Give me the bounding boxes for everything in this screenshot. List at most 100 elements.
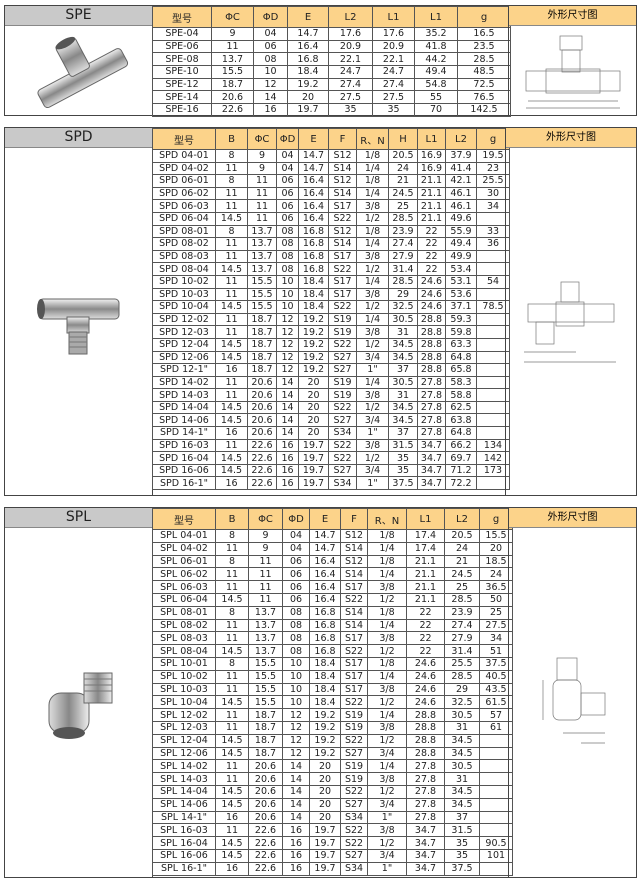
table-cell: 13.7 — [247, 249, 277, 264]
table-cell: 19.7 — [309, 836, 341, 850]
column-header: L1 — [406, 508, 445, 530]
table-cell: 20.5 — [388, 149, 418, 163]
table-cell: 22 — [406, 631, 445, 646]
table-cell: 1" — [356, 476, 389, 491]
table-cell: 22.6 — [247, 451, 277, 465]
table-cell: S22 — [340, 836, 368, 850]
table-cell: 25.5 — [444, 656, 480, 671]
table-cell: 1/4 — [367, 669, 407, 684]
table-cell: SPL 16-03 — [152, 823, 216, 838]
table-cell: 24.7 — [328, 65, 373, 79]
table-cell: 08 — [282, 605, 310, 620]
table-cell: 28.8 — [406, 733, 445, 748]
table-cell: S22 — [340, 644, 368, 658]
table-cell: 16.9 — [417, 161, 446, 176]
table-cell: 20.9 — [372, 39, 415, 54]
table-cell: 37 — [388, 426, 418, 440]
table-cell: 27.9 — [388, 249, 418, 264]
table-cell: 19.2 — [309, 720, 341, 735]
table-cell: S22 — [340, 823, 368, 838]
table-cell: 20 — [309, 759, 341, 774]
table-cell: 16.4 — [287, 39, 329, 54]
table-cell: 06 — [282, 592, 310, 607]
table-cell: 25 — [444, 580, 480, 594]
table-cell: 25 — [388, 199, 418, 213]
table-cell: 12 — [276, 337, 299, 352]
table-cell: 59.3 — [445, 312, 477, 327]
table-cell: 3/8 — [356, 325, 389, 339]
table-cell: 11 — [215, 823, 249, 838]
table-cell: 19.7 — [298, 476, 329, 491]
table-cell: 12 — [276, 325, 299, 339]
table-cell: 31 — [444, 720, 480, 735]
table-cell: 15.5 — [248, 669, 283, 684]
table-cell: 28.5 — [457, 52, 511, 67]
table-cell: SPD 14-06 — [152, 413, 216, 428]
table-cell: 16 — [282, 836, 310, 850]
column-header: E — [287, 6, 329, 28]
table-cell: 11 — [211, 39, 254, 54]
table-cell: 27.5 — [372, 90, 415, 105]
table-cell: SPL 16-04 — [152, 836, 216, 850]
table-cell: 1/2 — [356, 451, 389, 465]
table-cell: 23.5 — [457, 39, 511, 54]
product-image — [5, 528, 152, 877]
table-cell: 14.7 — [287, 27, 329, 41]
table-cell: 16 — [215, 363, 248, 377]
table-cell: 27.9 — [444, 631, 480, 646]
table-cell: 66.2 — [445, 438, 477, 453]
table-cell: 24.6 — [406, 682, 445, 697]
table-cell: 18.7 — [247, 350, 277, 365]
table-cell: 14.5 — [215, 797, 249, 812]
table-cell: 28.5 — [444, 669, 480, 684]
table-cell: 08 — [276, 262, 299, 276]
product-image — [5, 148, 152, 495]
table-cell: S34 — [340, 861, 368, 876]
table-cell: 11 — [248, 580, 283, 594]
table-cell: 9 — [248, 529, 283, 543]
table-cell: 1/2 — [367, 733, 407, 748]
table-cell: 16 — [282, 823, 310, 838]
table-cell: 22.6 — [248, 861, 283, 876]
table-cell: 30.5 — [444, 759, 480, 774]
table-cell: 72.5 — [457, 77, 511, 92]
table-cell: 35 — [388, 463, 418, 478]
table-cell: 13.7 — [247, 262, 277, 276]
table-cell: 16.5 — [457, 27, 511, 41]
table-cell: 14.5 — [215, 451, 248, 465]
table-cell: 18.4 — [298, 274, 329, 289]
table-cell: 16.8 — [298, 262, 329, 276]
table-cell: 21.1 — [417, 199, 446, 213]
column-header: ΦD — [282, 508, 310, 530]
table-cell: 12 — [276, 312, 299, 327]
table-cell: SPD 08-04 — [152, 262, 216, 276]
column-header: L2 — [445, 128, 477, 150]
dimension-drawing — [509, 528, 636, 877]
table-cell: 3/4 — [367, 797, 407, 812]
table-cell: SPD 12-04 — [152, 337, 216, 352]
table-cell: 08 — [282, 618, 310, 633]
table-cell: 14 — [282, 772, 310, 786]
table-cell: SPD 04-02 — [152, 161, 216, 176]
table-cell: 20.6 — [248, 797, 283, 812]
table-cell: 28.8 — [406, 746, 445, 761]
table-cell: 16.9 — [417, 149, 446, 163]
table-cell: 46.1 — [445, 199, 477, 213]
table-cell: 30 — [476, 186, 510, 201]
table-cell: SPL 14-02 — [152, 759, 216, 774]
table-cell: 3/4 — [356, 463, 389, 478]
table-cell: 20.6 — [248, 759, 283, 774]
table-cell: S17 — [340, 682, 368, 697]
table-cell: 1/4 — [367, 759, 407, 774]
table-cell: SPE-12 — [152, 77, 212, 92]
table-cell: S19 — [328, 312, 357, 327]
table-cell: 1/4 — [356, 237, 389, 251]
table-cell: 1/2 — [367, 644, 407, 658]
table-cell: 19.7 — [309, 848, 341, 863]
